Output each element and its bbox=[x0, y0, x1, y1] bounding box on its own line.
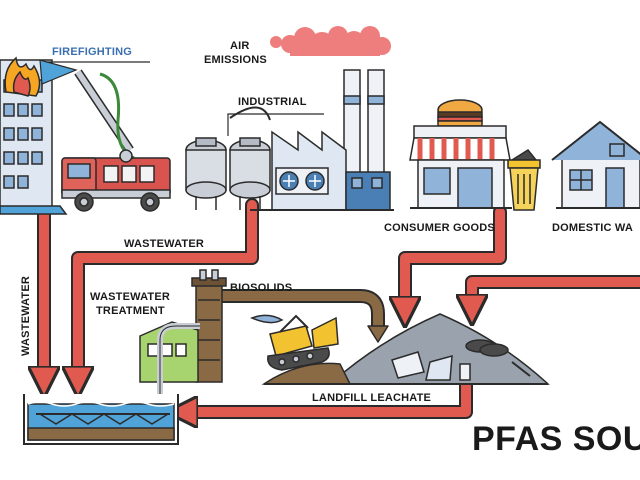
label-consumer-goods: CONSUMER GOODS bbox=[384, 222, 495, 234]
label-wastewater-horizontal: WASTEWATER bbox=[124, 238, 205, 250]
label-industrial: INDUSTRIAL bbox=[238, 96, 307, 108]
store-icon bbox=[409, 99, 512, 209]
label-wastewater-vertical: WASTEWATER bbox=[20, 275, 32, 356]
arrow-biosolids bbox=[215, 289, 389, 343]
label-air-emissions-line2: EMISSIONS bbox=[204, 54, 267, 66]
fire-truck-icon bbox=[61, 69, 171, 212]
arrow-landfill-leachate bbox=[182, 375, 473, 412]
water-basin-icon bbox=[23, 394, 179, 445]
diagram-title: PFAS SOU bbox=[472, 420, 640, 458]
trash-can-icon bbox=[507, 149, 541, 211]
arrow-domestic-landfill bbox=[472, 275, 640, 310]
water-spray bbox=[39, 59, 78, 85]
landfill-icon bbox=[261, 313, 550, 385]
smoke-cloud bbox=[270, 26, 391, 56]
label-air-emissions-line1: AIR bbox=[230, 40, 250, 52]
label-wastewater-treatment-line1: WASTEWATER bbox=[90, 291, 171, 303]
treatment-plant-icon bbox=[139, 269, 227, 424]
flow-arrows bbox=[44, 198, 640, 412]
arrow-consumer-landfill bbox=[405, 205, 507, 312]
factory-icon bbox=[250, 69, 394, 211]
label-domestic-waste: DOMESTIC WA bbox=[552, 222, 634, 234]
label-landfill-leachate: LANDFILL LEACHATE bbox=[312, 392, 432, 404]
label-firefighting: FIREFIGHTING bbox=[52, 46, 133, 58]
bulldozer-icon bbox=[250, 314, 339, 371]
storage-tank-icon bbox=[185, 106, 271, 210]
label-biosolids: BIOSOLIDS bbox=[230, 282, 293, 294]
fire-icon bbox=[4, 56, 41, 97]
callout-lines bbox=[46, 61, 324, 136]
arrow-industrial-wastewater bbox=[78, 198, 259, 382]
label-wastewater-treatment-line2: TREATMENT bbox=[96, 305, 165, 317]
house-icon bbox=[551, 120, 640, 209]
